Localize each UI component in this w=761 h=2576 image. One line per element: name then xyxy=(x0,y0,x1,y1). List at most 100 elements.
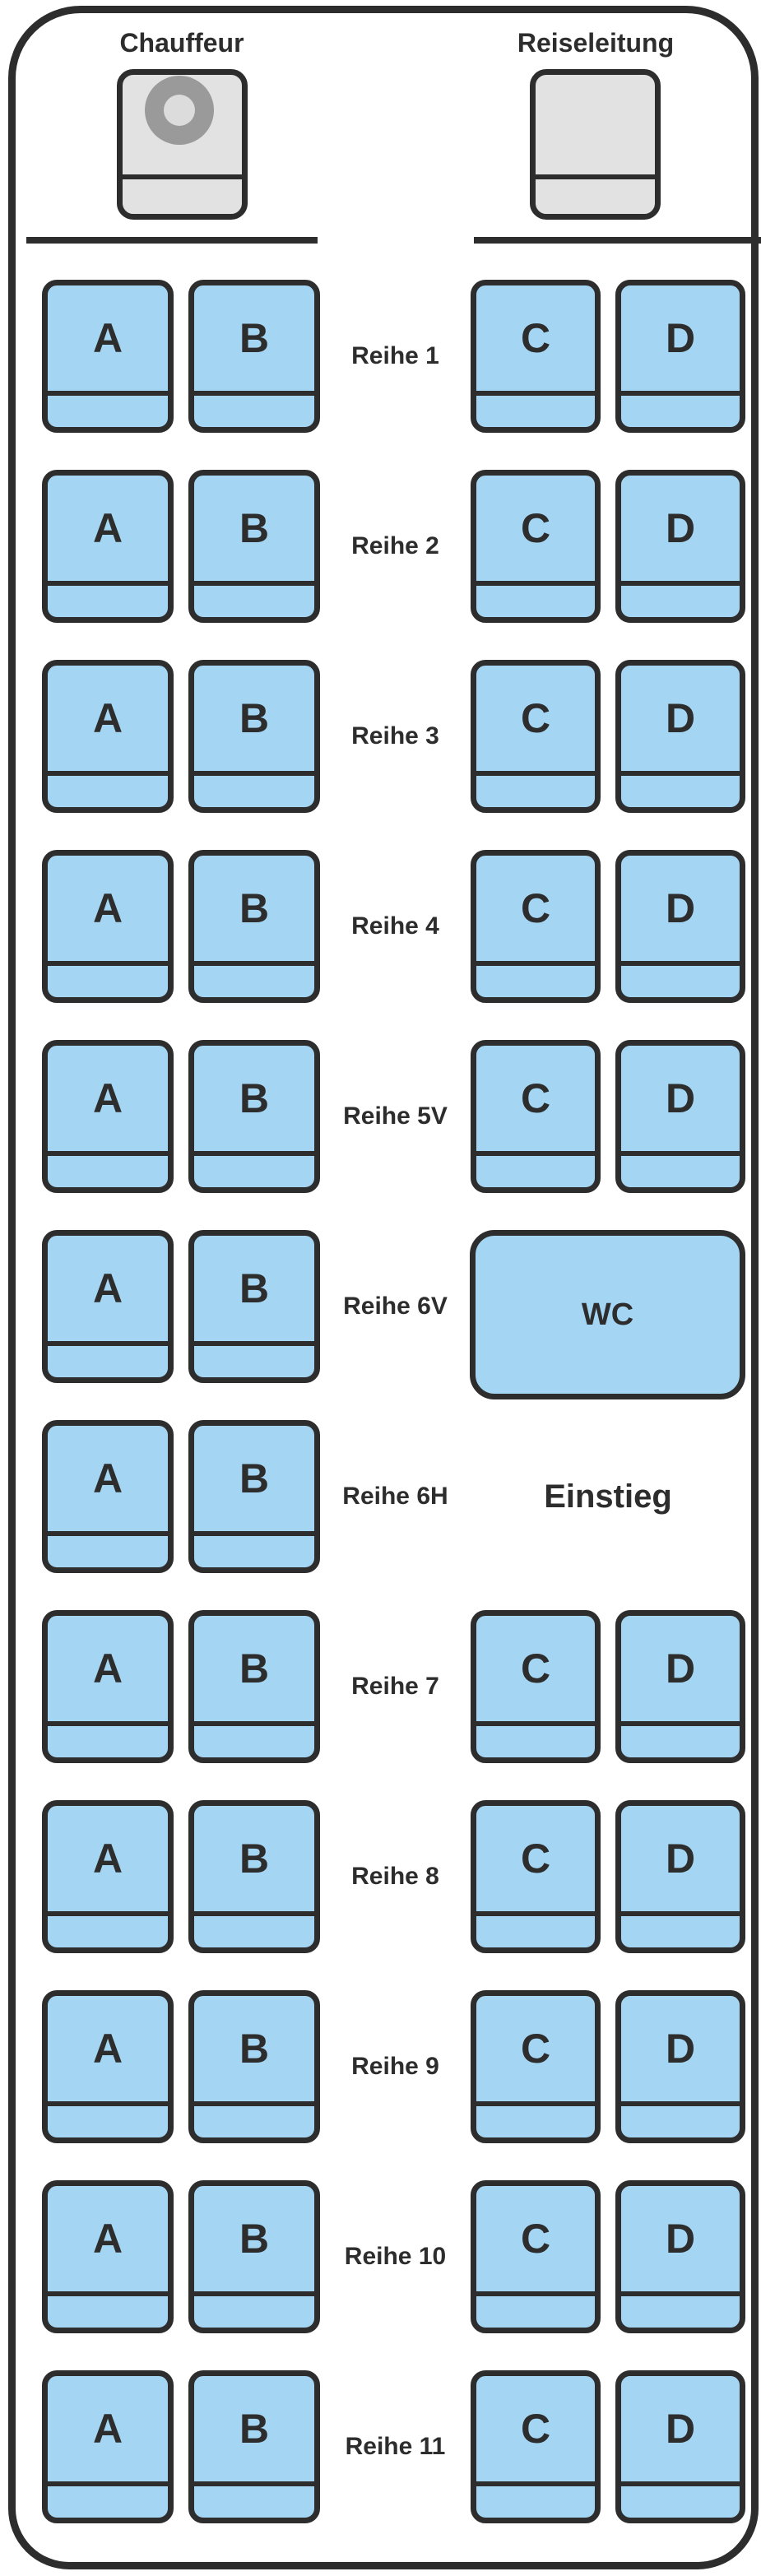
seat-reihe-3-a[interactable]: A xyxy=(42,660,174,813)
seat-letter: C xyxy=(520,2216,551,2262)
seat-reihe-9-a[interactable]: A xyxy=(42,1990,174,2143)
seat-letter: B xyxy=(239,1455,270,1502)
row-label-reihe-6v: Reihe 6V xyxy=(343,1293,448,1320)
seat-letter: B xyxy=(239,1075,270,1121)
seat-reihe-4-c[interactable]: C xyxy=(471,850,601,1003)
front-separator-right xyxy=(474,237,761,244)
seat-reihe-11-a[interactable]: A xyxy=(42,2370,174,2523)
seat-reihe-11-b[interactable]: B xyxy=(188,2370,320,2523)
seat-reihe-5v-a[interactable]: A xyxy=(42,1040,174,1193)
seat-reihe-2-a[interactable]: A xyxy=(42,470,174,623)
row-label-reihe-2: Reihe 2 xyxy=(351,532,439,559)
seat-reihe-1-a[interactable]: A xyxy=(42,280,174,433)
seat-letter: B xyxy=(239,2406,270,2452)
seat-reihe-7-b[interactable]: B xyxy=(188,1610,320,1763)
seat-reihe-4-a[interactable]: A xyxy=(42,850,174,1003)
seat-reihe-4-d[interactable]: D xyxy=(615,850,745,1003)
seat-reihe-3-b[interactable]: B xyxy=(188,660,320,813)
seat-letter: D xyxy=(665,695,696,741)
seat-reihe-1-c[interactable]: C xyxy=(471,280,601,433)
seat-reihe-10-c[interactable]: C xyxy=(471,2180,601,2333)
seat-reihe-9-d[interactable]: D xyxy=(615,1990,745,2143)
seat-reihe-11-c[interactable]: C xyxy=(471,2370,601,2523)
seat-reihe-6v-a[interactable]: A xyxy=(42,1230,174,1383)
seat-reihe-6h-a[interactable]: A xyxy=(42,1420,174,1573)
front-separator-left xyxy=(26,237,318,244)
driver-seat xyxy=(117,69,248,220)
seat-letter: C xyxy=(520,2026,551,2072)
seat-letter: B xyxy=(239,505,270,551)
seat-reihe-7-c[interactable]: C xyxy=(471,1610,601,1763)
seat-back: D xyxy=(621,856,740,966)
seat-reihe-8-a[interactable]: A xyxy=(42,1800,174,1953)
seat-back: C xyxy=(476,2376,595,2486)
seat-back: D xyxy=(621,1046,740,1156)
row-label-reihe-7: Reihe 7 xyxy=(351,1673,439,1700)
seat-letter: D xyxy=(665,885,696,931)
seat-back: C xyxy=(476,476,595,586)
seat-reihe-6h-b[interactable]: B xyxy=(188,1420,320,1573)
seat-reihe-11-d[interactable]: D xyxy=(615,2370,745,2523)
seat-back: D xyxy=(621,666,740,776)
seat-reihe-10-b[interactable]: B xyxy=(188,2180,320,2333)
seat-letter: D xyxy=(665,1836,696,1882)
seat-reihe-5v-b[interactable]: B xyxy=(188,1040,320,1193)
seat-reihe-10-d[interactable]: D xyxy=(615,2180,745,2333)
steering-wheel-hub xyxy=(164,95,195,126)
seat-back: C xyxy=(476,1806,595,1916)
seat-back: A xyxy=(48,1996,168,2106)
seat-letter: D xyxy=(665,1075,696,1121)
seat-letter: C xyxy=(520,885,551,931)
seat-reihe-8-c[interactable]: C xyxy=(471,1800,601,1953)
seat-reihe-6v-b[interactable]: B xyxy=(188,1230,320,1383)
seat-reihe-2-b[interactable]: B xyxy=(188,470,320,623)
seat-letter: B xyxy=(239,885,270,931)
seat-letter: C xyxy=(520,1836,551,1882)
seat-reihe-4-b[interactable]: B xyxy=(188,850,320,1003)
seat-reihe-3-c[interactable]: C xyxy=(471,660,601,813)
seat-reihe-2-c[interactable]: C xyxy=(471,470,601,623)
seat-back: C xyxy=(476,1616,595,1726)
seat-letter: C xyxy=(520,505,551,551)
seat-reihe-9-c[interactable]: C xyxy=(471,1990,601,2143)
seat-letter: B xyxy=(239,1265,270,1311)
seat-letter: A xyxy=(92,2406,123,2452)
seat-reihe-1-d[interactable]: D xyxy=(615,280,745,433)
seat-reihe-8-d[interactable]: D xyxy=(615,1800,745,1953)
seat-reihe-10-a[interactable]: A xyxy=(42,2180,174,2333)
seat-letter: D xyxy=(665,2406,696,2452)
seat-reihe-8-b[interactable]: B xyxy=(188,1800,320,1953)
seat-back: C xyxy=(476,2186,595,2296)
seat-back: D xyxy=(621,1616,740,1726)
guide-seat xyxy=(530,69,661,220)
seat-row-reihe-5v: A B Reihe 5V C D xyxy=(16,1040,761,1193)
seat-letter: D xyxy=(665,2026,696,2072)
seat-reihe-5v-d[interactable]: D xyxy=(615,1040,745,1193)
seat-reihe-7-d[interactable]: D xyxy=(615,1610,745,1763)
seat-letter: D xyxy=(665,1645,696,1692)
seat-letter: A xyxy=(92,885,123,931)
row-label-reihe-5v: Reihe 5V xyxy=(343,1102,448,1130)
seat-letter: D xyxy=(665,505,696,551)
seat-back: C xyxy=(476,856,595,966)
seat-reihe-9-b[interactable]: B xyxy=(188,1990,320,2143)
seat-reihe-2-d[interactable]: D xyxy=(615,470,745,623)
reiseleitung-label: Reiseleitung xyxy=(517,28,675,58)
seat-reihe-1-b[interactable]: B xyxy=(188,280,320,433)
seat-back: B xyxy=(194,285,314,396)
seat-back: B xyxy=(194,2376,314,2486)
seat-back: C xyxy=(476,285,595,396)
seat-reihe-7-a[interactable]: A xyxy=(42,1610,174,1763)
seat-reihe-5v-c[interactable]: C xyxy=(471,1040,601,1193)
seat-back: D xyxy=(621,2376,740,2486)
seat-letter: A xyxy=(92,1265,123,1311)
row-label-reihe-11: Reihe 11 xyxy=(345,2433,446,2460)
seat-reihe-3-d[interactable]: D xyxy=(615,660,745,813)
row-label-reihe-8: Reihe 8 xyxy=(351,1863,439,1890)
